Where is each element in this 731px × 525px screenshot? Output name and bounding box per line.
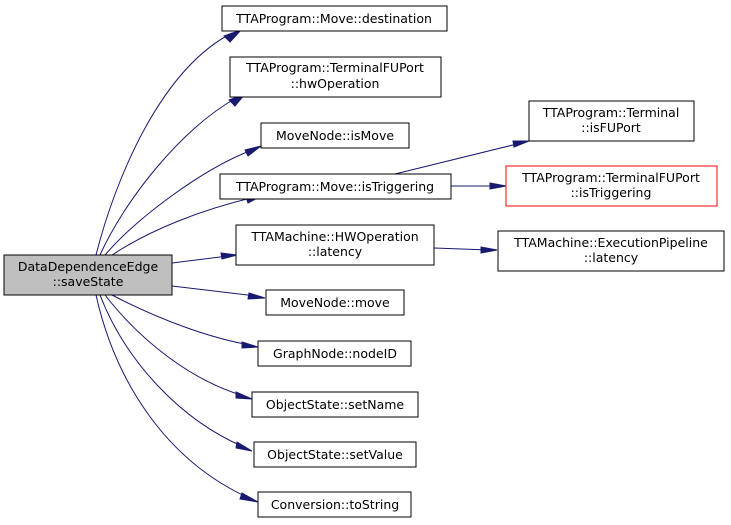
edge-savestate-to-movenode-move [171, 285, 266, 300]
node-label: ObjectState::setName [266, 397, 405, 412]
node-label: TTAMachine::ExecutionPipeline [513, 235, 708, 250]
node-move-destination[interactable]: TTAProgram::Move::destination [221, 5, 448, 32]
node-label: GraphNode::nodeID [273, 346, 397, 361]
edge-savestate-to-ismove [104, 145, 262, 256]
node-label: TTAProgram::Move::isTriggering [235, 179, 434, 194]
node-label: TTAProgram::TerminalFUPort [245, 60, 424, 75]
node-objectstate-setvalue[interactable]: ObjectState::setValue [253, 441, 417, 468]
node-label: ::hwOperation [291, 76, 380, 91]
node-label: TTAProgram::Move::destination [235, 11, 432, 26]
node-label: DataDependenceEdge [18, 259, 159, 274]
edge-istriggering-to-terminalfuport-istriggering [451, 182, 507, 190]
node-label: TTAMachine::HWOperation [250, 229, 418, 244]
node-executionpipeline-latency[interactable]: TTAMachine::ExecutionPipeline ::latency [497, 230, 725, 272]
edge-istriggering-to-isfuport [394, 140, 530, 175]
node-graphnode-nodeid[interactable]: GraphNode::nodeID [257, 340, 412, 367]
node-label: ::isTriggering [571, 185, 652, 200]
node-terminalfuport-hwoperation[interactable]: TTAProgram::TerminalFUPort ::hwOperation [229, 56, 442, 98]
node-objectstate-setname[interactable]: ObjectState::setName [251, 391, 419, 418]
node-label: Conversion::toString [271, 497, 399, 512]
edge-savestate-to-nodeid [111, 294, 259, 349]
node-movenode-ismove[interactable]: MoveNode::isMove [260, 122, 410, 149]
node-move-istriggering[interactable]: TTAProgram::Move::isTriggering [219, 173, 452, 200]
node-terminal-isfuport[interactable]: TTAProgram::Terminal ::isFUPort [528, 100, 695, 142]
node-movenode-move[interactable]: MoveNode::move [265, 289, 405, 316]
node-label: MoveNode::move [280, 295, 390, 310]
edge-savestate-to-destination [95, 29, 242, 256]
node-label: MoveNode::isMove [276, 128, 394, 143]
edge-savestate-to-setvalue [99, 294, 253, 452]
node-terminalfuport-istriggering[interactable]: TTAProgram::TerminalFUPort ::isTriggerin… [505, 165, 718, 207]
node-label: ::saveState [53, 274, 124, 289]
node-label: TTAProgram::Terminal [542, 105, 680, 120]
edge-hwop-latency-to-pipeline-latency [433, 246, 498, 254]
edge-savestate-to-hwop-latency [171, 252, 238, 264]
edge-savestate-to-setname [104, 294, 253, 400]
node-conversion-tostring[interactable]: Conversion::toString [257, 491, 412, 518]
node-label: ::latency [584, 250, 639, 265]
edge-savestate-to-tostring [95, 294, 259, 503]
node-label: TTAProgram::TerminalFUPort [521, 170, 700, 185]
node-label: ::latency [308, 244, 363, 259]
node-label: ::isFUPort [581, 120, 641, 135]
node-label: ObjectState::setValue [267, 447, 403, 462]
node-datadependenceedge-savestate[interactable]: DataDependenceEdge ::saveState [3, 254, 173, 296]
node-hwoperation-latency[interactable]: TTAMachine::HWOperation ::latency [235, 224, 435, 266]
